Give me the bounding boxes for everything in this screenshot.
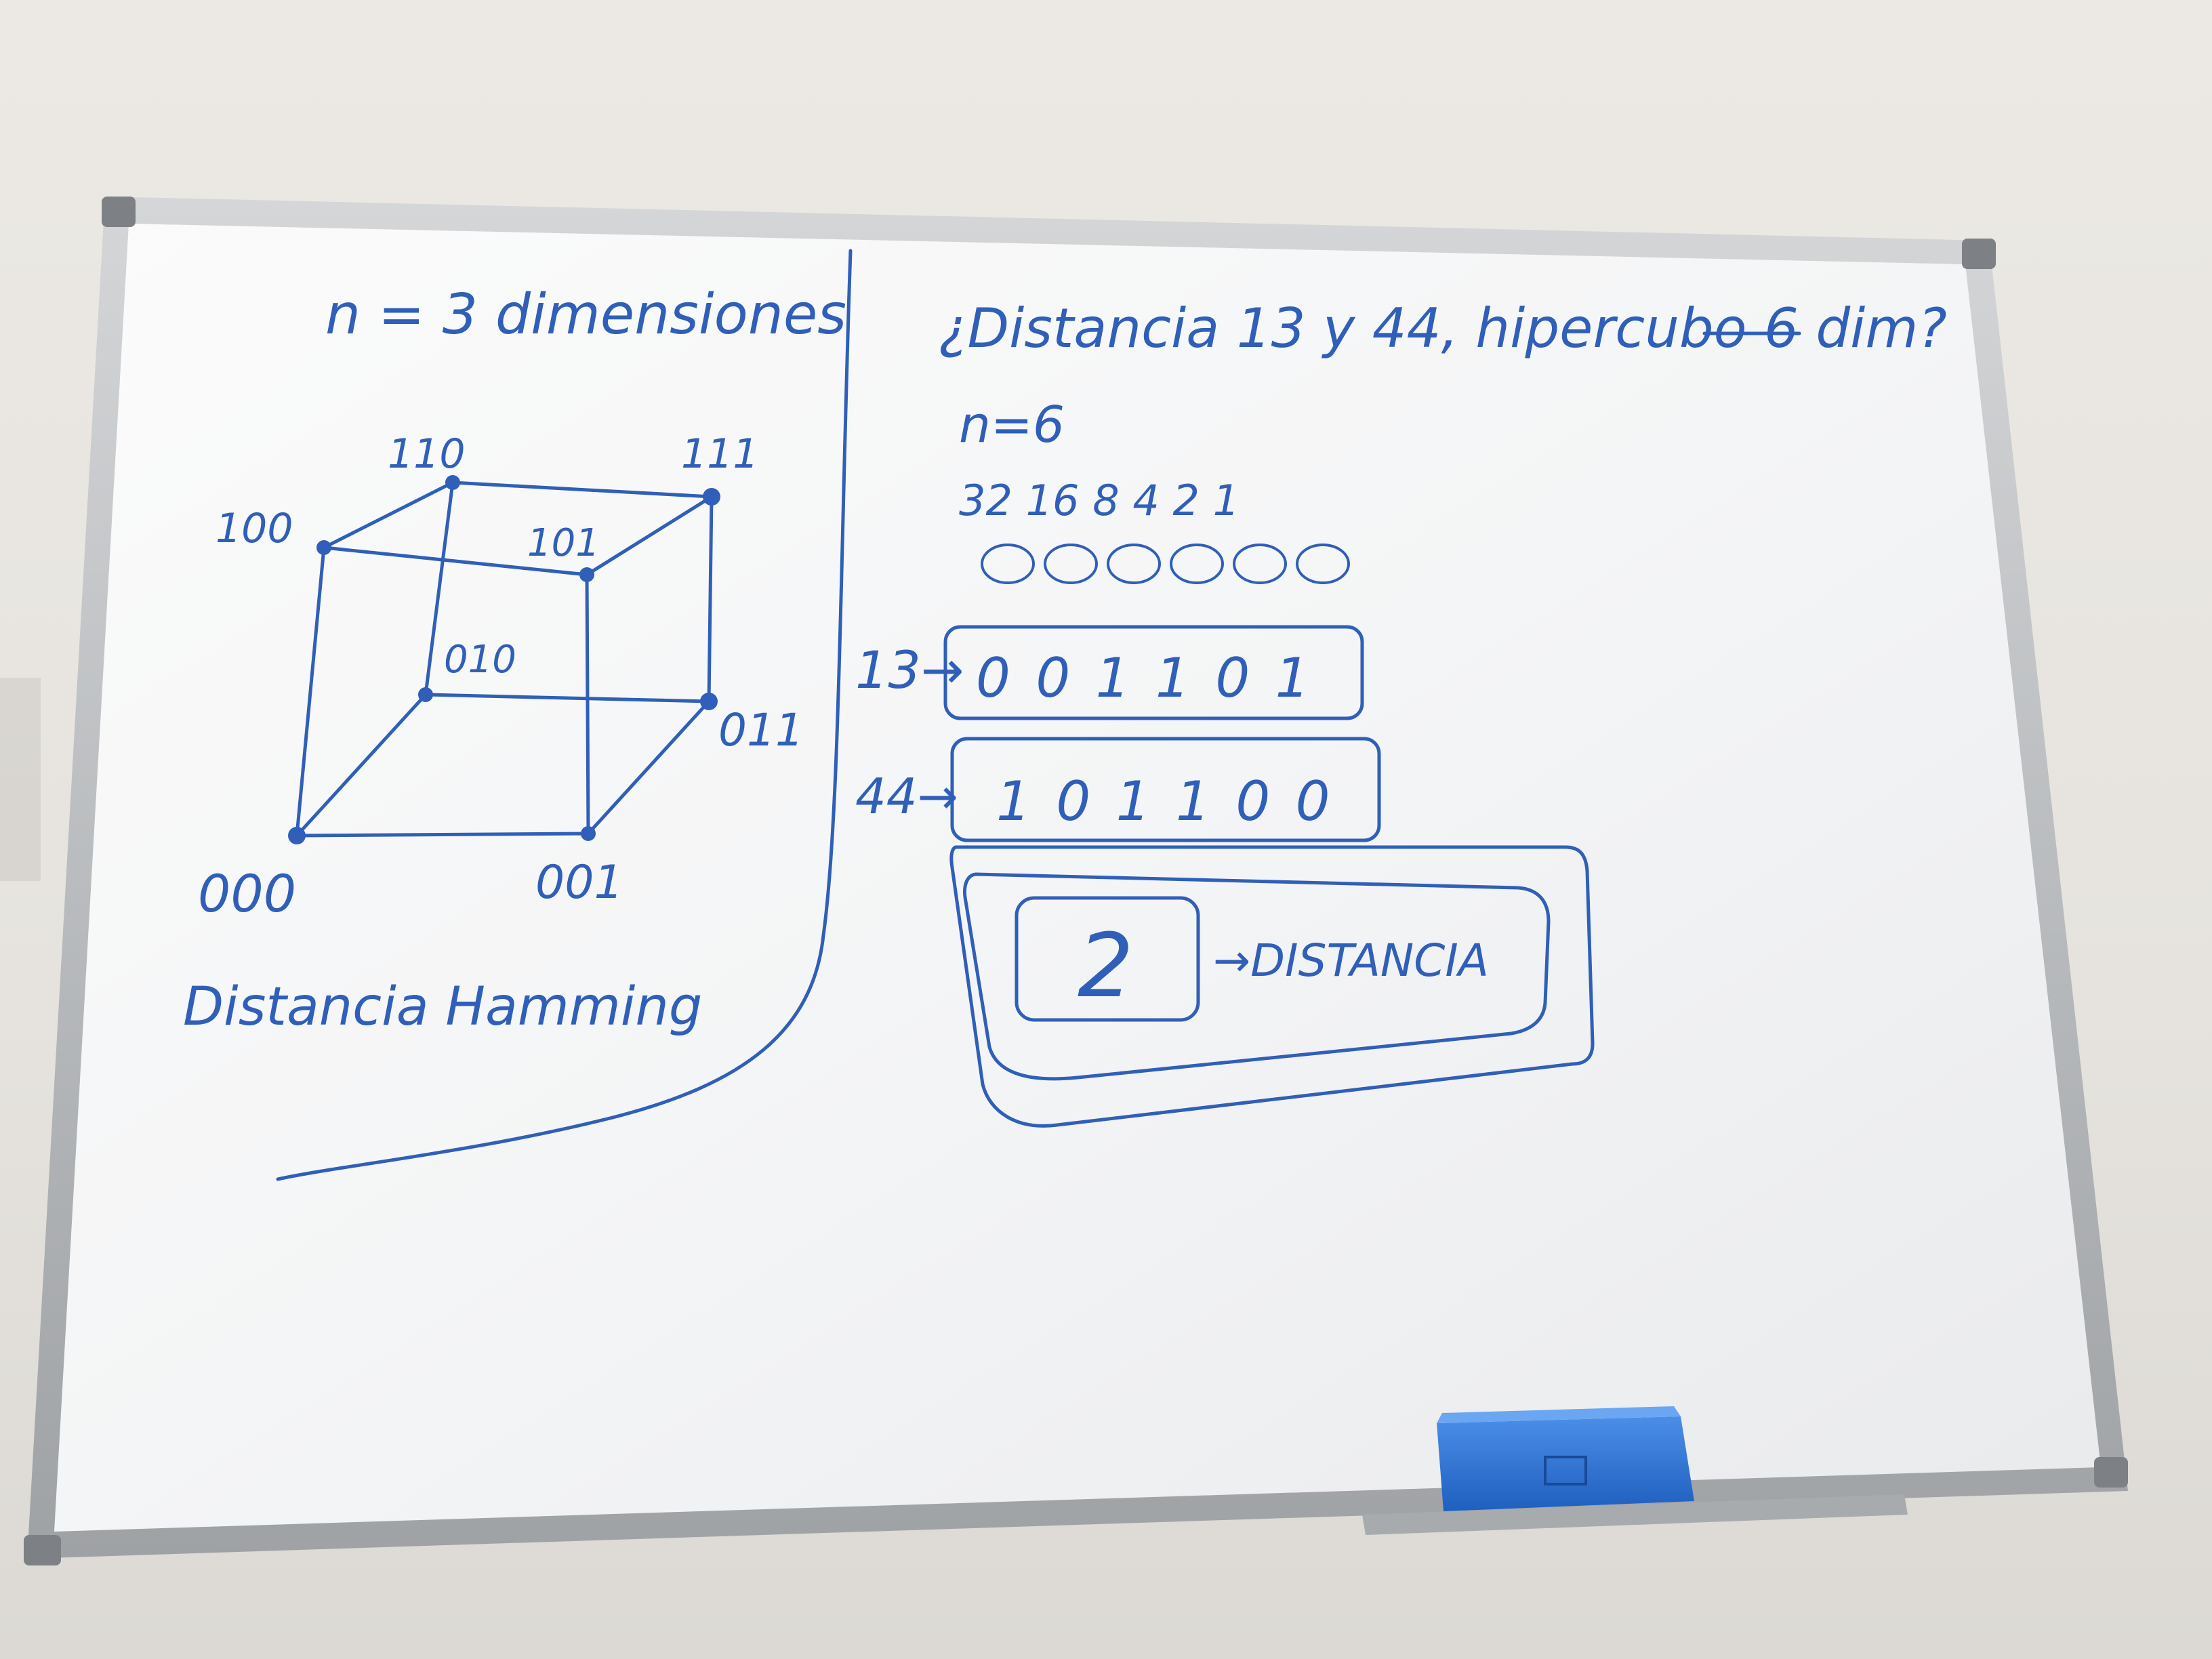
vertex-label-111: 111	[681, 430, 759, 478]
vertex-label-100: 100	[216, 505, 293, 552]
bit-weights: 32 16 8 4 2 1	[959, 476, 1240, 525]
result-inner-box	[963, 872, 1551, 1081]
cube-vertices	[288, 475, 720, 844]
wall-shadow	[0, 678, 41, 881]
question-text: ¿Distancia 13 y 44, hipercubo 6 dim?	[939, 297, 1947, 360]
eraser	[1437, 1406, 1694, 1511]
frame-corner	[24, 1535, 61, 1565]
result-value-box	[1015, 896, 1200, 1022]
row13-label: 13→	[855, 640, 964, 700]
vertex-label-101: 101	[527, 521, 600, 565]
hamming-caption: Distancia Hamming	[183, 977, 702, 1038]
row44-box	[950, 737, 1381, 842]
vertex-label-011: 011	[718, 704, 804, 756]
result-outer-box	[949, 845, 1595, 1128]
frame-corner	[1962, 239, 1996, 269]
divider-line	[276, 249, 853, 1181]
row44-label: 44→	[855, 768, 958, 825]
vertex-label-010: 010	[444, 638, 516, 682]
result-value: 2	[1078, 914, 1134, 1017]
n-equals: n=6	[959, 396, 1065, 454]
row44-bits: 1 0 1 1 0 0	[996, 770, 1334, 833]
result-label: →DISTANCIA	[1213, 935, 1489, 987]
bit-placeholder-circles	[981, 544, 1350, 584]
cube-diagram	[295, 480, 714, 838]
left-title: n = 3 dimensiones	[325, 283, 846, 347]
marker-tray	[1362, 1494, 1908, 1535]
row13-bits: 0 0 1 1 0 1	[976, 647, 1314, 710]
frame-corner	[2094, 1457, 2128, 1488]
frame-corner	[102, 197, 136, 227]
row13-box	[943, 625, 1364, 720]
vertex-label-110: 110	[388, 430, 466, 478]
vertex-label-001: 001	[535, 856, 623, 909]
vertex-label-000: 000	[198, 863, 296, 924]
